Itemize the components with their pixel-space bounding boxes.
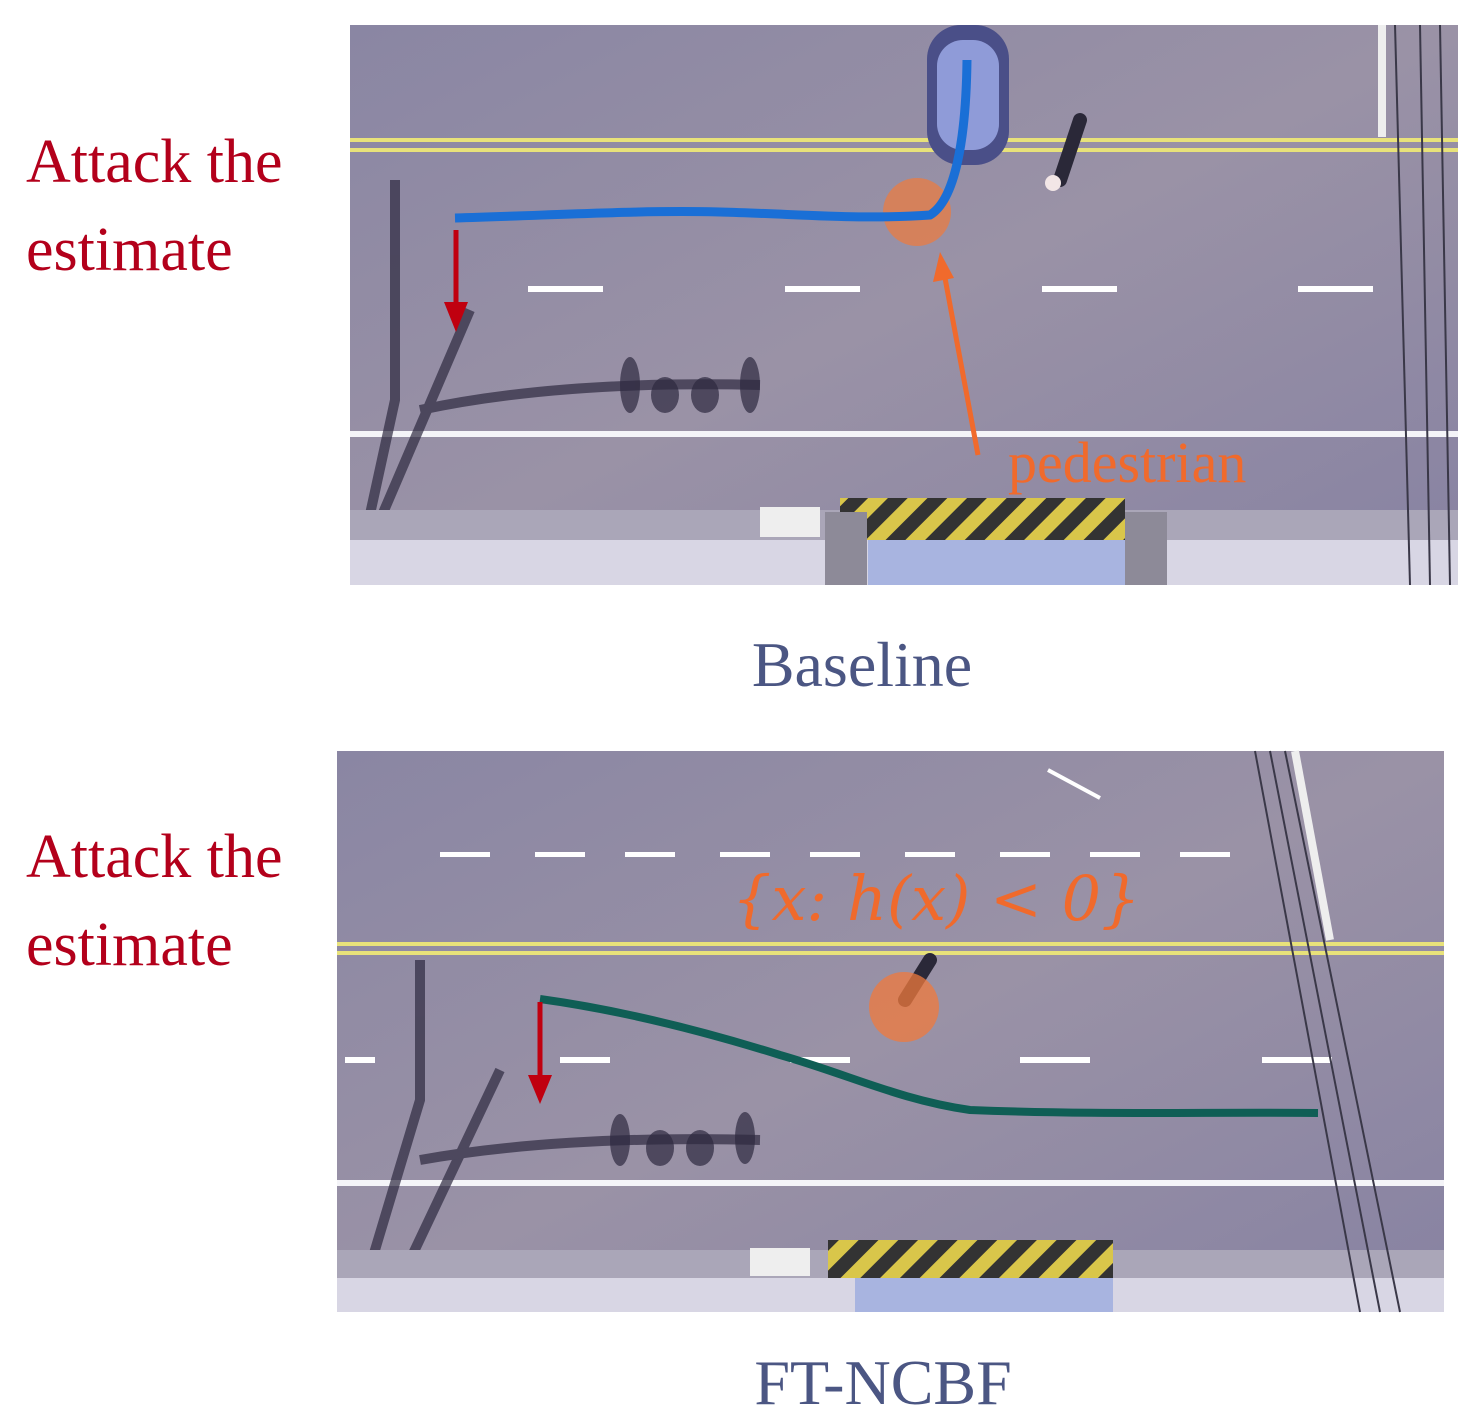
entrance-area (855, 1278, 1113, 1312)
dashed-lane-markings (440, 852, 1230, 857)
yellow-lane-line (337, 942, 1444, 946)
attack-label-line: estimate (26, 216, 233, 284)
power-lines (1394, 24, 1451, 586)
attack-arrow-icon (444, 230, 468, 332)
white-edge-line (350, 431, 1458, 437)
attack-label-line: estimate (26, 911, 233, 979)
dashed-lane-markings (345, 1057, 1332, 1063)
yellow-lane-line (350, 148, 1458, 152)
vent-box (750, 1248, 810, 1276)
attack-label-line: Attack the (26, 128, 283, 196)
pedestrian-figure (1045, 113, 1087, 191)
hazard-stripes (840, 498, 1125, 540)
attack-label-line: Attack the (26, 823, 283, 891)
yellow-lane-line (337, 951, 1444, 955)
crosswalk-line (1291, 750, 1334, 941)
attack-label-top: Attack the estimate (26, 118, 283, 294)
white-edge-line (337, 1180, 1444, 1186)
vent-box (760, 507, 820, 537)
ftncbf-trajectory (539, 995, 1319, 1117)
entrance-area (868, 540, 1126, 585)
road-surface (350, 25, 1458, 585)
yellow-lane-line (350, 138, 1458, 142)
power-lines (1254, 750, 1401, 1313)
hazard-stripes (828, 1240, 1113, 1278)
ftncbf-scene: {x: h(x) < 0} (337, 750, 1444, 1313)
dashed-lane-markings (528, 286, 1373, 292)
caption-baseline: Baseline (751, 629, 973, 700)
unsafe-set-annotation: {x: h(x) < 0} (732, 862, 1141, 935)
traffic-light-shadow (610, 1112, 755, 1166)
crosswalk-line (1378, 25, 1386, 137)
attack-label-bottom: Attack the estimate (26, 813, 283, 989)
caption-ftncbf: FT-NCBF (754, 1347, 1012, 1418)
pedestrian-pointer-arrow-icon (933, 252, 981, 456)
attack-arrow-icon (528, 1002, 552, 1104)
traffic-light-shadow (620, 357, 760, 413)
baseline-scene: pedestrian (350, 24, 1458, 586)
baseline-trajectory (454, 59, 972, 223)
unsafe-region-circle (869, 972, 939, 1042)
pedestrian-annotation: pedestrian (1008, 430, 1246, 495)
